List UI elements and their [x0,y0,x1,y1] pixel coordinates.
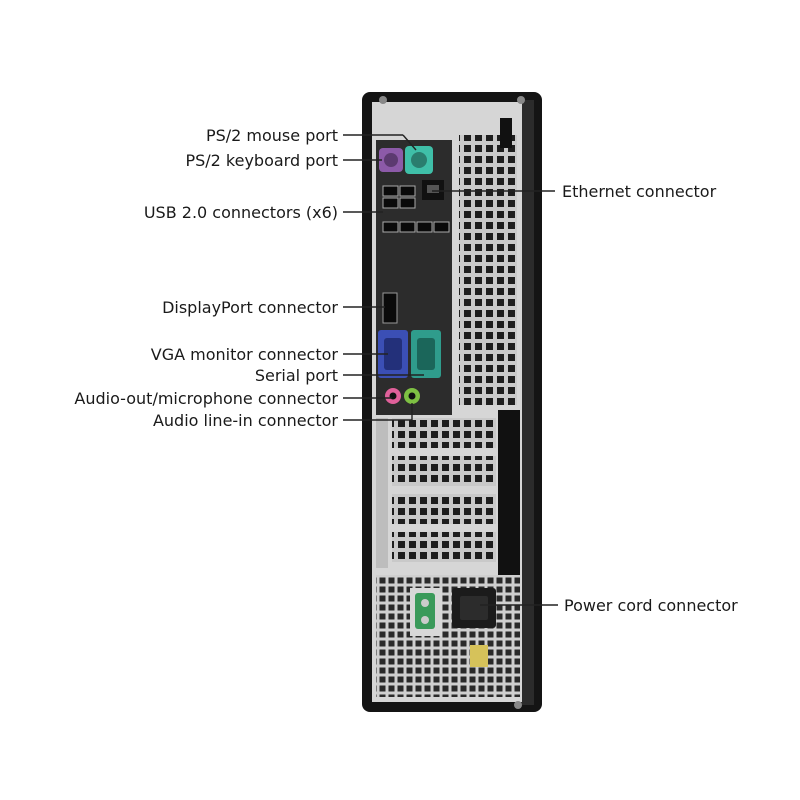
expansion-slots [376,418,496,568]
case-side-highlight [520,100,534,705]
labels: PS/2 mouse port PS/2 keyboard port USB 2… [74,126,738,615]
label-power: Power cord connector [564,596,738,615]
label-ps2-mouse: PS/2 mouse port [206,126,338,145]
vga-port[interactable] [378,330,408,378]
black-tab [500,118,512,148]
right-vertical-rail [498,410,520,578]
power-supply [376,575,520,697]
leader-lines [343,134,558,606]
label-ethernet: Ethernet connector [562,182,717,201]
pc-chassis [362,92,542,712]
usb-ports[interactable] [382,185,450,233]
label-vga: VGA monitor connector [151,345,339,364]
label-serial: Serial port [255,366,338,385]
label-audio-in: Audio line-in connector [153,411,338,430]
top-vent-grille [459,135,517,405]
label-usb: USB 2.0 connectors (x6) [144,203,338,222]
ethernet-port[interactable] [422,180,444,200]
serial-port[interactable] [411,330,441,378]
label-audio-out: Audio-out/microphone connector [74,389,338,408]
displayport-port[interactable] [382,292,398,324]
ps2-ports [379,146,433,174]
screw-top-right [517,96,525,104]
label-ps2-keyboard: PS/2 keyboard port [185,151,338,170]
screw-top-left [379,96,387,104]
label-displayport: DisplayPort connector [162,298,338,317]
psu-switch[interactable] [415,593,435,629]
screw-bottom-right [514,701,522,709]
